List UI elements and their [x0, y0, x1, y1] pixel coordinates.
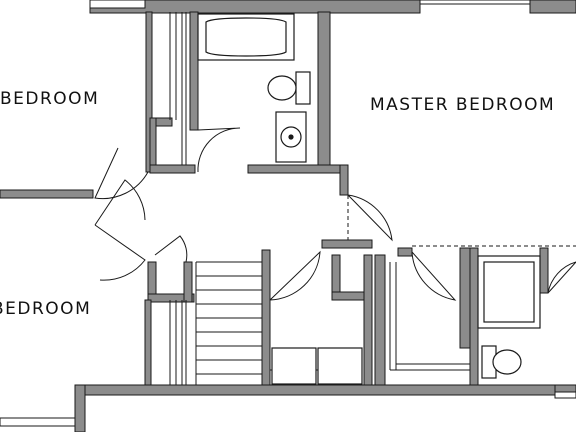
toilet-lower: [481, 345, 522, 379]
toilet-upper: [267, 71, 311, 105]
room-label-bedroom-bottom: BEDROOM: [0, 299, 91, 319]
dashed-lines: [347, 195, 576, 247]
stairs: [195, 261, 262, 385]
bathtub: [197, 13, 295, 61]
room-label-master-bedroom: MASTER BEDROOM: [370, 95, 555, 115]
room-label-bedroom-top: BEDROOM: [0, 89, 99, 109]
washer-dryer: [271, 347, 363, 385]
shower: [477, 255, 541, 329]
doors: [94, 127, 576, 301]
sink: [275, 111, 307, 163]
